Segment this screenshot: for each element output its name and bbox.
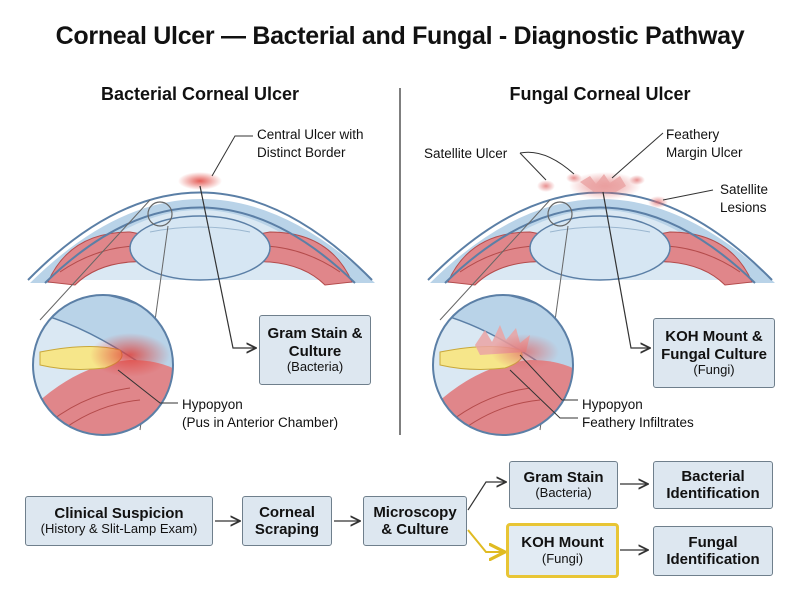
fungal-eye-illustration xyxy=(427,172,775,286)
gram-stain-box: Gram Stain (Bacteria) xyxy=(509,461,618,509)
fungal-hypopyon-label: Hypopyon xyxy=(582,397,643,412)
page-title: Corneal Ulcer — Bacterial and Fungal - D… xyxy=(55,22,745,50)
bacterial-test-arrow xyxy=(199,185,256,348)
fungal-identification-box: Fungal Identification xyxy=(653,526,773,576)
bacterial-gram-culture-box: Gram Stain & Culture (Bacteria) xyxy=(259,315,371,385)
fungal-hypopyon-leader xyxy=(519,354,578,401)
bacterial-hypopyon-leader xyxy=(117,369,178,404)
feathery-margin-leader xyxy=(611,132,664,179)
fungal-test-arrow xyxy=(602,191,650,348)
bacterial-panel-heading: Bacterial Corneal Ulcer xyxy=(100,84,300,104)
fungal-panel-heading: Fungal Corneal Ulcer xyxy=(509,84,691,104)
central-ulcer-leader xyxy=(211,135,253,177)
flow-arrow-microscopy-gram xyxy=(467,482,506,511)
satellite-lesions-leader xyxy=(662,189,714,201)
central-ulcer-label: Central Ulcer with Distinct Border xyxy=(257,127,364,160)
microscopy-culture-box: Microscopy & Culture xyxy=(363,496,467,546)
bacterial-identification-box: Bacterial Identification xyxy=(653,461,773,509)
satellite-ulcer-leader-2 xyxy=(519,151,575,175)
koh-mount-box: KOH Mount (Fungi) xyxy=(506,523,619,578)
bacterial-hypopyon-label: Hypopyon (Pus in Anterior Chamber) xyxy=(182,397,339,430)
fungal-koh-culture-box: KOH Mount & Fungal Culture (Fungi) xyxy=(653,318,775,388)
satellite-ulcer-label: Satellite Ulcer xyxy=(424,146,508,161)
flow-arrow-microscopy-koh xyxy=(467,529,505,552)
feathery-margin-label: Feathery Margin Ulcer xyxy=(666,127,743,160)
clinical-suspicion-box: Clinical Suspicion (History & Slit-Lamp … xyxy=(25,496,213,546)
satellite-ulcer-leader-1 xyxy=(519,152,547,181)
satellite-lesions-label: Satellite Lesions xyxy=(720,182,769,215)
corneal-scraping-box: Corneal Scraping xyxy=(242,496,332,546)
feathery-infiltrates-label: Feathery Infiltrates xyxy=(582,415,694,430)
bacterial-eye-illustration xyxy=(27,172,375,286)
feathery-infiltrates-leader xyxy=(509,369,578,419)
